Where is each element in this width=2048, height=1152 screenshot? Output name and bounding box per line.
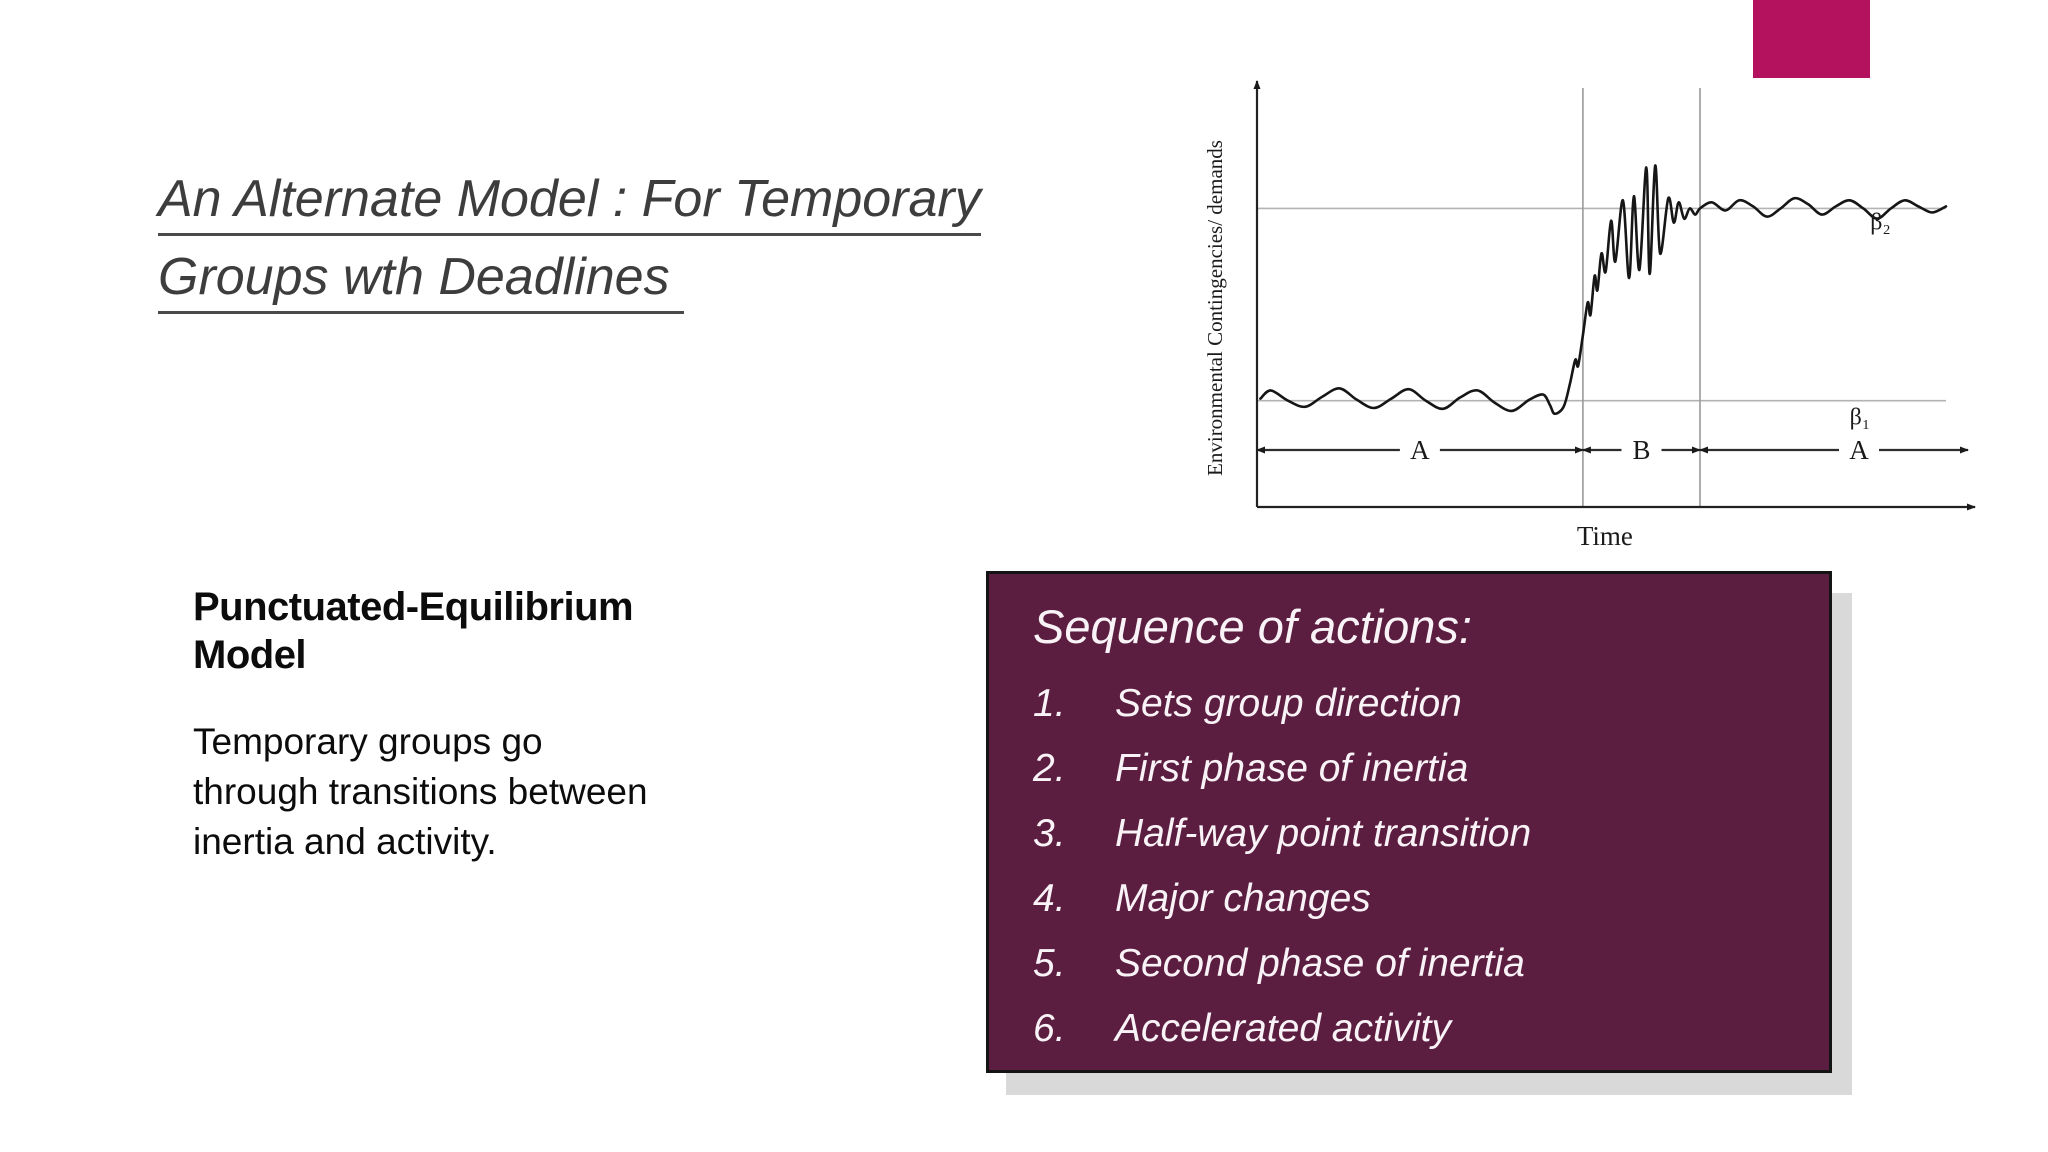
accent-square	[1753, 0, 1870, 78]
sequence-item-text: First phase of inertia	[1115, 747, 1469, 790]
left-body: Temporary groups go through transitions …	[193, 717, 793, 867]
sequence-item-number: 5.	[1033, 942, 1066, 985]
sequence-item: 2. First phase of inertia	[1033, 745, 1789, 792]
svg-text:A: A	[1410, 435, 1430, 465]
title-line-2: Groups wth Deadlines	[158, 248, 685, 314]
equilibrium-chart: A B Aβ₁ β₂ Time Environmental Contingencies/ …	[1203, 80, 1976, 551]
sequence-item-text: Major changes	[1115, 877, 1371, 920]
sequence-item: 4. Major changes	[1033, 875, 1789, 922]
sequence-item-text: Sets group direction	[1115, 682, 1462, 725]
title-row: An Alternate Model : For Temporary	[158, 160, 1138, 238]
sequence-title: Sequence of actions:	[1033, 600, 1472, 653]
sequence-item-text: Half-way point transition	[1115, 812, 1532, 855]
sequence-item: 6. Accelerated activity	[1033, 1005, 1789, 1052]
sequence-item-number: 1.	[1033, 682, 1066, 725]
sequence-item-text: Second phase of inertia	[1115, 942, 1525, 985]
left-body-line-1: Temporary groups go	[193, 721, 543, 762]
title-line-1: An Alternate Model : For Temporary	[158, 170, 981, 236]
left-heading-line-1: Punctuated-Equilibrium	[193, 585, 634, 629]
sequence-item-number: 6.	[1033, 1007, 1066, 1050]
svg-text:β₁: β₁	[1850, 405, 1871, 431]
svg-text:β₂: β₂	[1870, 209, 1891, 235]
svg-text:B: B	[1632, 435, 1650, 465]
sequence-item-number: 2.	[1033, 747, 1066, 790]
sequence-item: 3. Half-way point transition	[1033, 810, 1789, 857]
sequence-item-text: Accelerated activity	[1115, 1007, 1451, 1050]
sequence-item-number: 4.	[1033, 877, 1066, 920]
sequence-list: 1. Sets group direction 2. First phase of i…	[1033, 680, 1789, 1070]
left-text-block: Punctuated-Equilibrium Model Temporary g…	[193, 583, 793, 867]
left-body-line-2: through transitions between	[193, 771, 648, 812]
sequence-item-number: 3.	[1033, 812, 1066, 855]
sequence-box: Sequence of actions: 1. Sets group direct…	[986, 571, 1832, 1073]
slide-title: An Alternate Model : For Temporary Group…	[158, 160, 1138, 316]
svg-text:A: A	[1849, 435, 1869, 465]
svg-text:Environmental Contingencies/ d: Environmental Contingencies/ demands	[1203, 140, 1227, 476]
sequence-item: 1. Sets group direction	[1033, 680, 1789, 727]
left-body-line-3: inertia and activity.	[193, 821, 497, 862]
title-row: Groups wth Deadlines	[158, 238, 1138, 316]
svg-text:Time: Time	[1577, 521, 1633, 551]
left-heading: Punctuated-Equilibrium Model	[193, 583, 793, 679]
sequence-item: 5. Second phase of inertia	[1033, 940, 1789, 987]
left-heading-line-2: Model	[193, 633, 307, 677]
